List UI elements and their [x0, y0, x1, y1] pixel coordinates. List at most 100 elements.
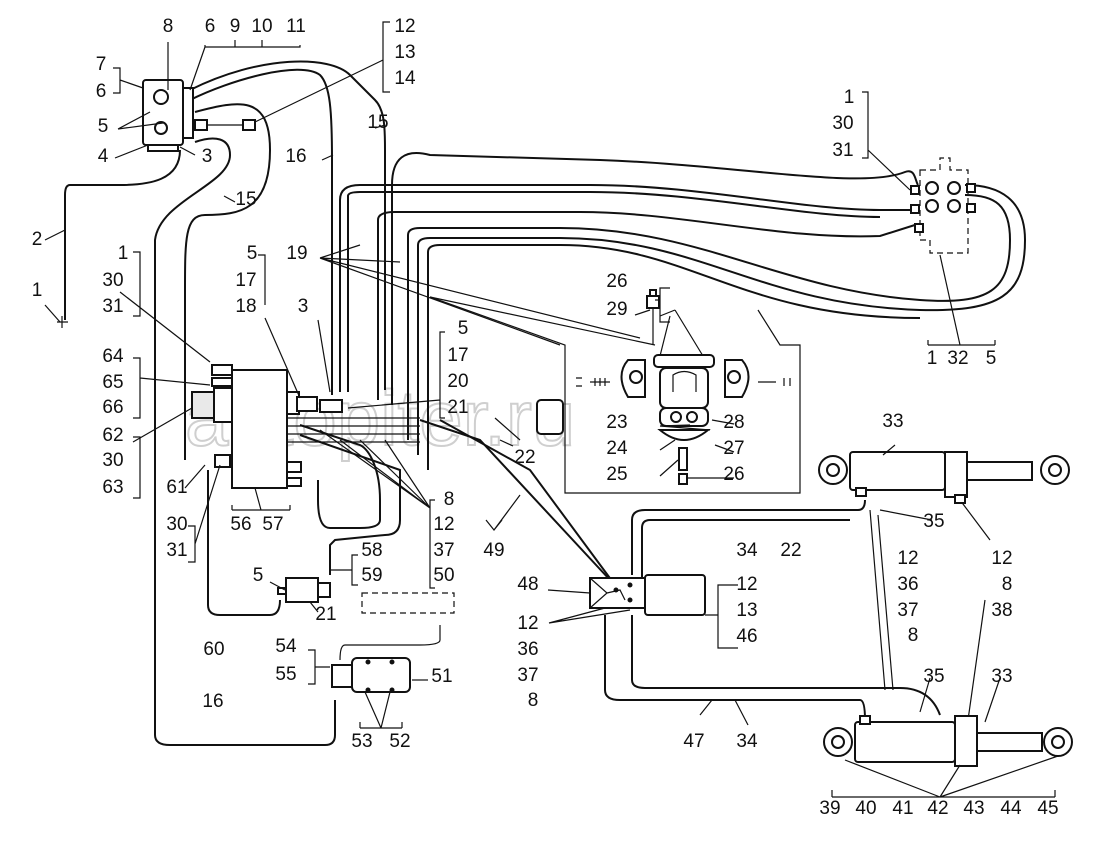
callout-label: 34 [736, 731, 758, 752]
callout-label: 6 [96, 81, 107, 102]
callout-label: 59 [361, 565, 382, 586]
callout-label: 12 [394, 16, 415, 37]
callout-label: 15 [235, 189, 256, 210]
callout-label: 31 [832, 140, 853, 161]
callout-label: 31 [166, 540, 187, 561]
leader-lines [44, 21, 1059, 798]
callout-label: 30 [102, 450, 123, 471]
callout-label: 22 [780, 540, 801, 561]
callout-label: 21 [447, 397, 468, 418]
callout-label: 36 [517, 639, 538, 660]
callout-label: 45 [1037, 798, 1058, 819]
callout-label: 37 [433, 540, 454, 561]
callout-label: 39 [819, 798, 840, 819]
callout-label: 26 [723, 464, 744, 485]
callout-label: 13 [394, 42, 415, 63]
callout-label: 16 [285, 146, 306, 167]
callout-label: 51 [431, 666, 452, 687]
callout-label: 6 [205, 16, 216, 37]
hydraulic-cylinder-bottom [823, 715, 1073, 767]
callout-label: 18 [235, 296, 256, 317]
callout-label: 26 [606, 271, 627, 292]
filter-21 [277, 577, 331, 603]
callout-label: 37 [897, 600, 918, 621]
callout-label: 22 [514, 447, 535, 468]
callout-label: 57 [262, 514, 283, 535]
callout-label: 65 [102, 372, 123, 393]
hydraulic-cylinder-top [818, 451, 1070, 504]
callout-label: 15 [367, 112, 388, 133]
callout-label: 31 [102, 296, 123, 317]
callout-label: 8 [528, 690, 539, 711]
callout-label: 8 [908, 625, 919, 646]
callout-label: 10 [251, 16, 272, 37]
callout-label: 36 [897, 574, 918, 595]
callout-label: 12 [897, 548, 918, 569]
callout-label: 1 [118, 243, 129, 264]
callout-label: 12 [736, 574, 757, 595]
callout-label: 27 [723, 438, 744, 459]
clamp-detail-inset [429, 289, 801, 494]
callout-label: 4 [98, 146, 109, 167]
callout-label: 33 [882, 411, 903, 432]
callout-label: 63 [102, 477, 123, 498]
callout-label: 1 [32, 280, 43, 301]
callout-label: 30 [166, 514, 187, 535]
callout-label: 19 [286, 243, 307, 264]
callout-label: 20 [447, 371, 468, 392]
callout-label: 61 [166, 477, 187, 498]
callout-label: 30 [832, 113, 853, 134]
callout-label: 50 [433, 565, 454, 586]
callout-label: 58 [361, 540, 382, 561]
callout-label: 14 [394, 68, 416, 89]
remote-valve [910, 157, 976, 254]
callout-label: 60 [203, 639, 224, 660]
callout-label: 35 [923, 511, 944, 532]
callout-label: 17 [235, 270, 256, 291]
hydraulic-distributor-block [191, 364, 420, 489]
callout-label: 40 [855, 798, 876, 819]
swivel-valve-48 [589, 574, 706, 616]
callout-label: 33 [991, 666, 1012, 687]
callout-label: 23 [606, 412, 627, 433]
callout-label: 64 [102, 346, 124, 367]
mounting-plate [361, 592, 455, 614]
callout-label: 3 [298, 296, 309, 317]
callout-label: 24 [606, 438, 628, 459]
callout-label: 29 [606, 299, 627, 320]
callout-label: 7 [96, 54, 107, 75]
callout-label: 9 [230, 16, 241, 37]
callout-label: 55 [275, 664, 296, 685]
pipe-network [57, 60, 1027, 746]
callout-label: 12 [433, 514, 454, 535]
callout-label: 56 [230, 514, 251, 535]
callout-label: 8 [444, 489, 455, 510]
callout-label: 34 [736, 540, 758, 561]
callout-label: 52 [389, 731, 410, 752]
callout-label: 13 [736, 600, 757, 621]
callout-label: 1 [844, 87, 855, 108]
callout-label: 16 [202, 691, 223, 712]
callout-label: 5 [98, 116, 109, 137]
callout-label: 17 [447, 345, 468, 366]
callout-label: 5 [253, 565, 264, 586]
callout-label: 37 [517, 665, 538, 686]
callout-label: 47 [683, 731, 704, 752]
callout-label: 48 [517, 574, 538, 595]
callout-label: 41 [892, 798, 913, 819]
callout-label: 12 [991, 548, 1012, 569]
callout-label: 46 [736, 626, 757, 647]
callout-label: 11 [286, 16, 306, 37]
callout-label: 5 [986, 348, 997, 369]
callout-label: 25 [606, 464, 627, 485]
callout-label: 1 [927, 348, 938, 369]
callout-label: 28 [723, 412, 744, 433]
hydraulic-tank-51 [331, 657, 411, 693]
callout-label: 2 [32, 229, 43, 250]
callout-label: 38 [991, 600, 1012, 621]
callout-label: 12 [517, 613, 538, 634]
callout-label: 32 [947, 348, 968, 369]
callout-label: 5 [458, 318, 469, 339]
